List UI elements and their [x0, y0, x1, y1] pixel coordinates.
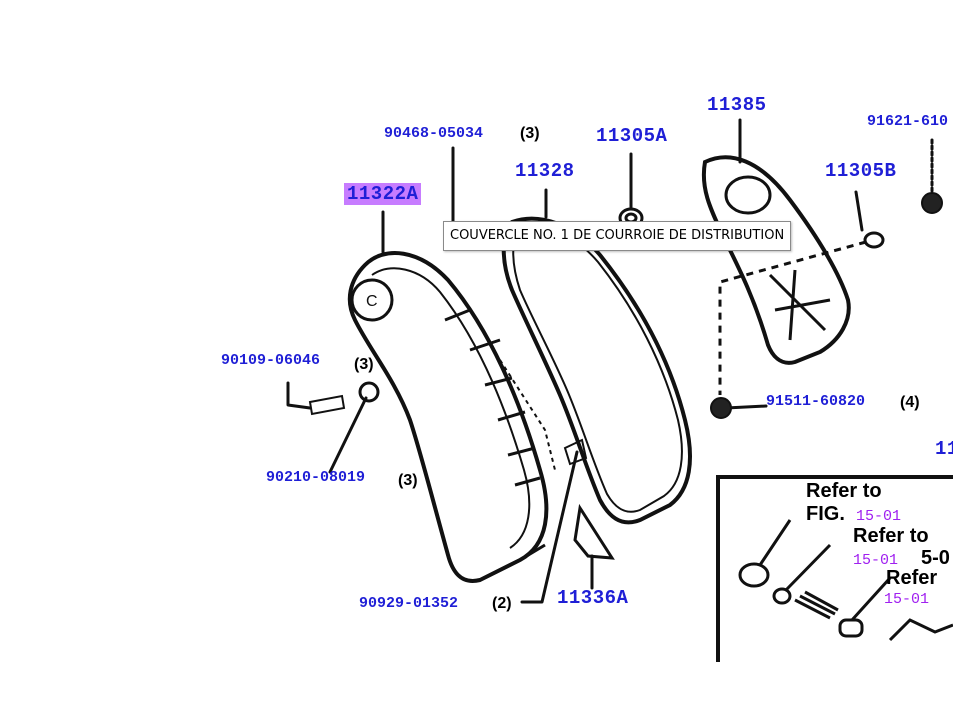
- leader-11305B: [854, 190, 864, 232]
- part-number-truncated[interactable]: 11: [935, 438, 953, 460]
- spacer-11336A-part: [573, 503, 615, 560]
- quantity-90109: (3): [354, 356, 374, 373]
- part-number-11305A[interactable]: 11305A: [596, 125, 668, 147]
- bolts: [308, 192, 943, 466]
- part-number-91511-60820[interactable]: 91511-60820: [766, 393, 866, 410]
- leader-90109: [286, 381, 312, 410]
- part-number-11305B[interactable]: 11305B: [825, 160, 897, 182]
- quantity-90929: (2): [492, 595, 512, 612]
- fig-ref-tail: 5-0: [921, 547, 950, 569]
- inset-box: [716, 475, 953, 662]
- quantity-90210: (3): [398, 472, 418, 489]
- cover-11385-part: [701, 155, 851, 365]
- leader-90210: [328, 396, 368, 474]
- part-name-tooltip: COUVERCLE NO. 1 DE COURROIE DE DISTRIBUT…: [443, 221, 792, 251]
- part-number-11385[interactable]: 11385: [707, 94, 767, 116]
- quantity-91511: (4): [900, 394, 920, 411]
- refer-to-label-3: Refer: [886, 567, 938, 589]
- leader-90929: [520, 450, 579, 604]
- part-number-91621[interactable]: 91621-610: [867, 113, 949, 130]
- refer-to-label-1: Refer to: [806, 480, 882, 502]
- refer-to-label-2: Refer to: [853, 525, 929, 547]
- part-number-90210-08019[interactable]: 90210-08019: [266, 469, 366, 486]
- part-number-11336A[interactable]: 11336A: [557, 587, 629, 609]
- gasket-part: [501, 216, 692, 525]
- part-number-90109-06046[interactable]: 90109-06046: [221, 352, 321, 369]
- leader-91511: [724, 404, 768, 410]
- fig-ref-link-3[interactable]: 15-01: [884, 591, 930, 608]
- fig-ref-link-1[interactable]: 15-01: [856, 508, 902, 525]
- seal-11305B-part: [863, 231, 885, 249]
- part-number-90468-05034[interactable]: 90468-05034: [384, 125, 484, 142]
- fig-ref-link-2[interactable]: 15-01: [853, 552, 899, 569]
- quantity-90468: (3): [520, 125, 540, 142]
- part-number-11328[interactable]: 11328: [515, 160, 575, 182]
- timing-belt-cover-part: C: [347, 251, 556, 583]
- fig-label-1: FIG.: [806, 503, 845, 525]
- svg-text:C: C: [366, 293, 378, 310]
- part-number-11322A[interactable]: 11322A: [344, 183, 422, 205]
- assembly-lines: [718, 240, 867, 395]
- part-number-90929-01352[interactable]: 90929-01352: [359, 595, 459, 612]
